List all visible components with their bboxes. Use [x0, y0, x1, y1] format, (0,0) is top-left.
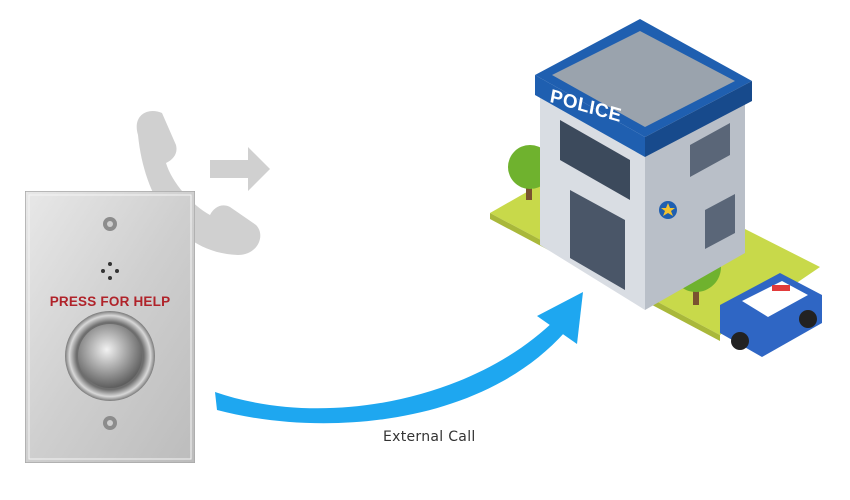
phone-outgoing-icon [136, 111, 270, 255]
press-for-help-label: PRESS FOR HELP [49, 294, 171, 309]
police-car-icon [720, 273, 822, 357]
speaker-holes [101, 262, 119, 280]
panel-plate [24, 190, 196, 464]
police-station-icon [490, 19, 822, 357]
external-call-label: External Call [383, 429, 476, 445]
curved-arrow-icon [215, 292, 583, 424]
help-button-panel: PRESS FOR HELP [24, 190, 196, 464]
